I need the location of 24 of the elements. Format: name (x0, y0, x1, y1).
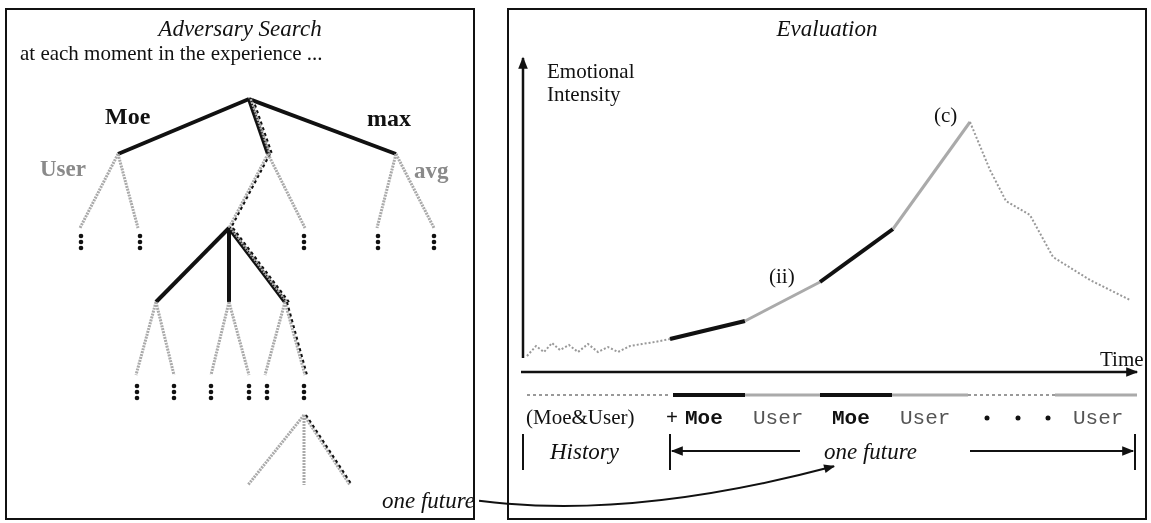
history-label: History (550, 439, 619, 465)
point-label: (c) (934, 104, 958, 128)
history-label: (Moe&User) (526, 406, 635, 430)
note-text: at each moment in the experience ... (20, 42, 323, 66)
caption-text: one future (382, 488, 476, 514)
operator-label: avg (414, 158, 449, 184)
player-label: Moe (105, 103, 151, 130)
panel-heading: Evaluation (775, 16, 879, 42)
point-label: (ii) (769, 265, 795, 289)
operator-label: max (367, 105, 411, 132)
panel-heading: Adversary Search (156, 16, 323, 42)
move-label: + (666, 406, 678, 430)
move-label: Moe (685, 407, 723, 431)
move-label: User (1073, 407, 1124, 431)
axis-label: Time (1100, 348, 1144, 372)
move-label: Moe (832, 407, 870, 431)
move-label: User (900, 407, 951, 431)
axis-label: Emotional Intensity (547, 60, 636, 107)
arrow (478, 464, 836, 507)
player-label: User (40, 156, 86, 182)
move-label: User (753, 407, 804, 431)
panel-frame (5, 8, 475, 520)
panel-frame (507, 8, 1147, 520)
caption-text: one future (824, 439, 918, 465)
